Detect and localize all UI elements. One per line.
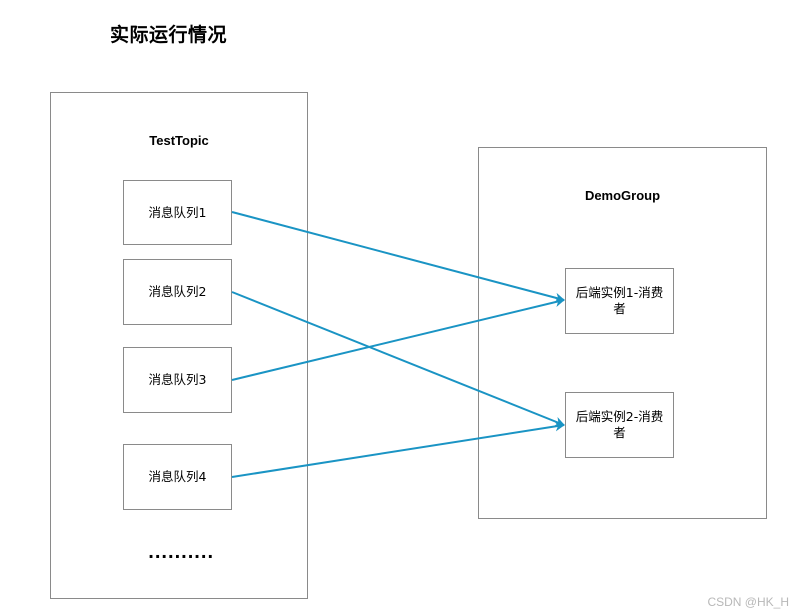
consumer-2: 后端实例2-消费者 <box>565 392 674 458</box>
arrow-queue1-consumer1 <box>231 211 565 303</box>
group-label: DemoGroup <box>584 188 661 203</box>
consumer-1: 后端实例1-消费者 <box>565 268 674 334</box>
queue-4: 消息队列4 <box>123 444 232 510</box>
arrow-queue4-consumer2 <box>231 421 565 478</box>
queue-2: 消息队列2 <box>123 259 232 325</box>
page-title: 实际运行情况 <box>110 24 228 46</box>
queue-1: 消息队列1 <box>123 180 232 245</box>
arrow-queue2-consumer2 <box>231 291 565 427</box>
topic-label: TestTopic <box>149 133 209 148</box>
queue-3: 消息队列3 <box>123 347 232 413</box>
arrow-queue3-consumer1 <box>231 297 565 381</box>
more-queues-ellipsis: .......... <box>148 543 214 562</box>
watermark: CSDN @HK_H <box>707 595 789 609</box>
topic-container: TestTopic <box>50 92 308 599</box>
